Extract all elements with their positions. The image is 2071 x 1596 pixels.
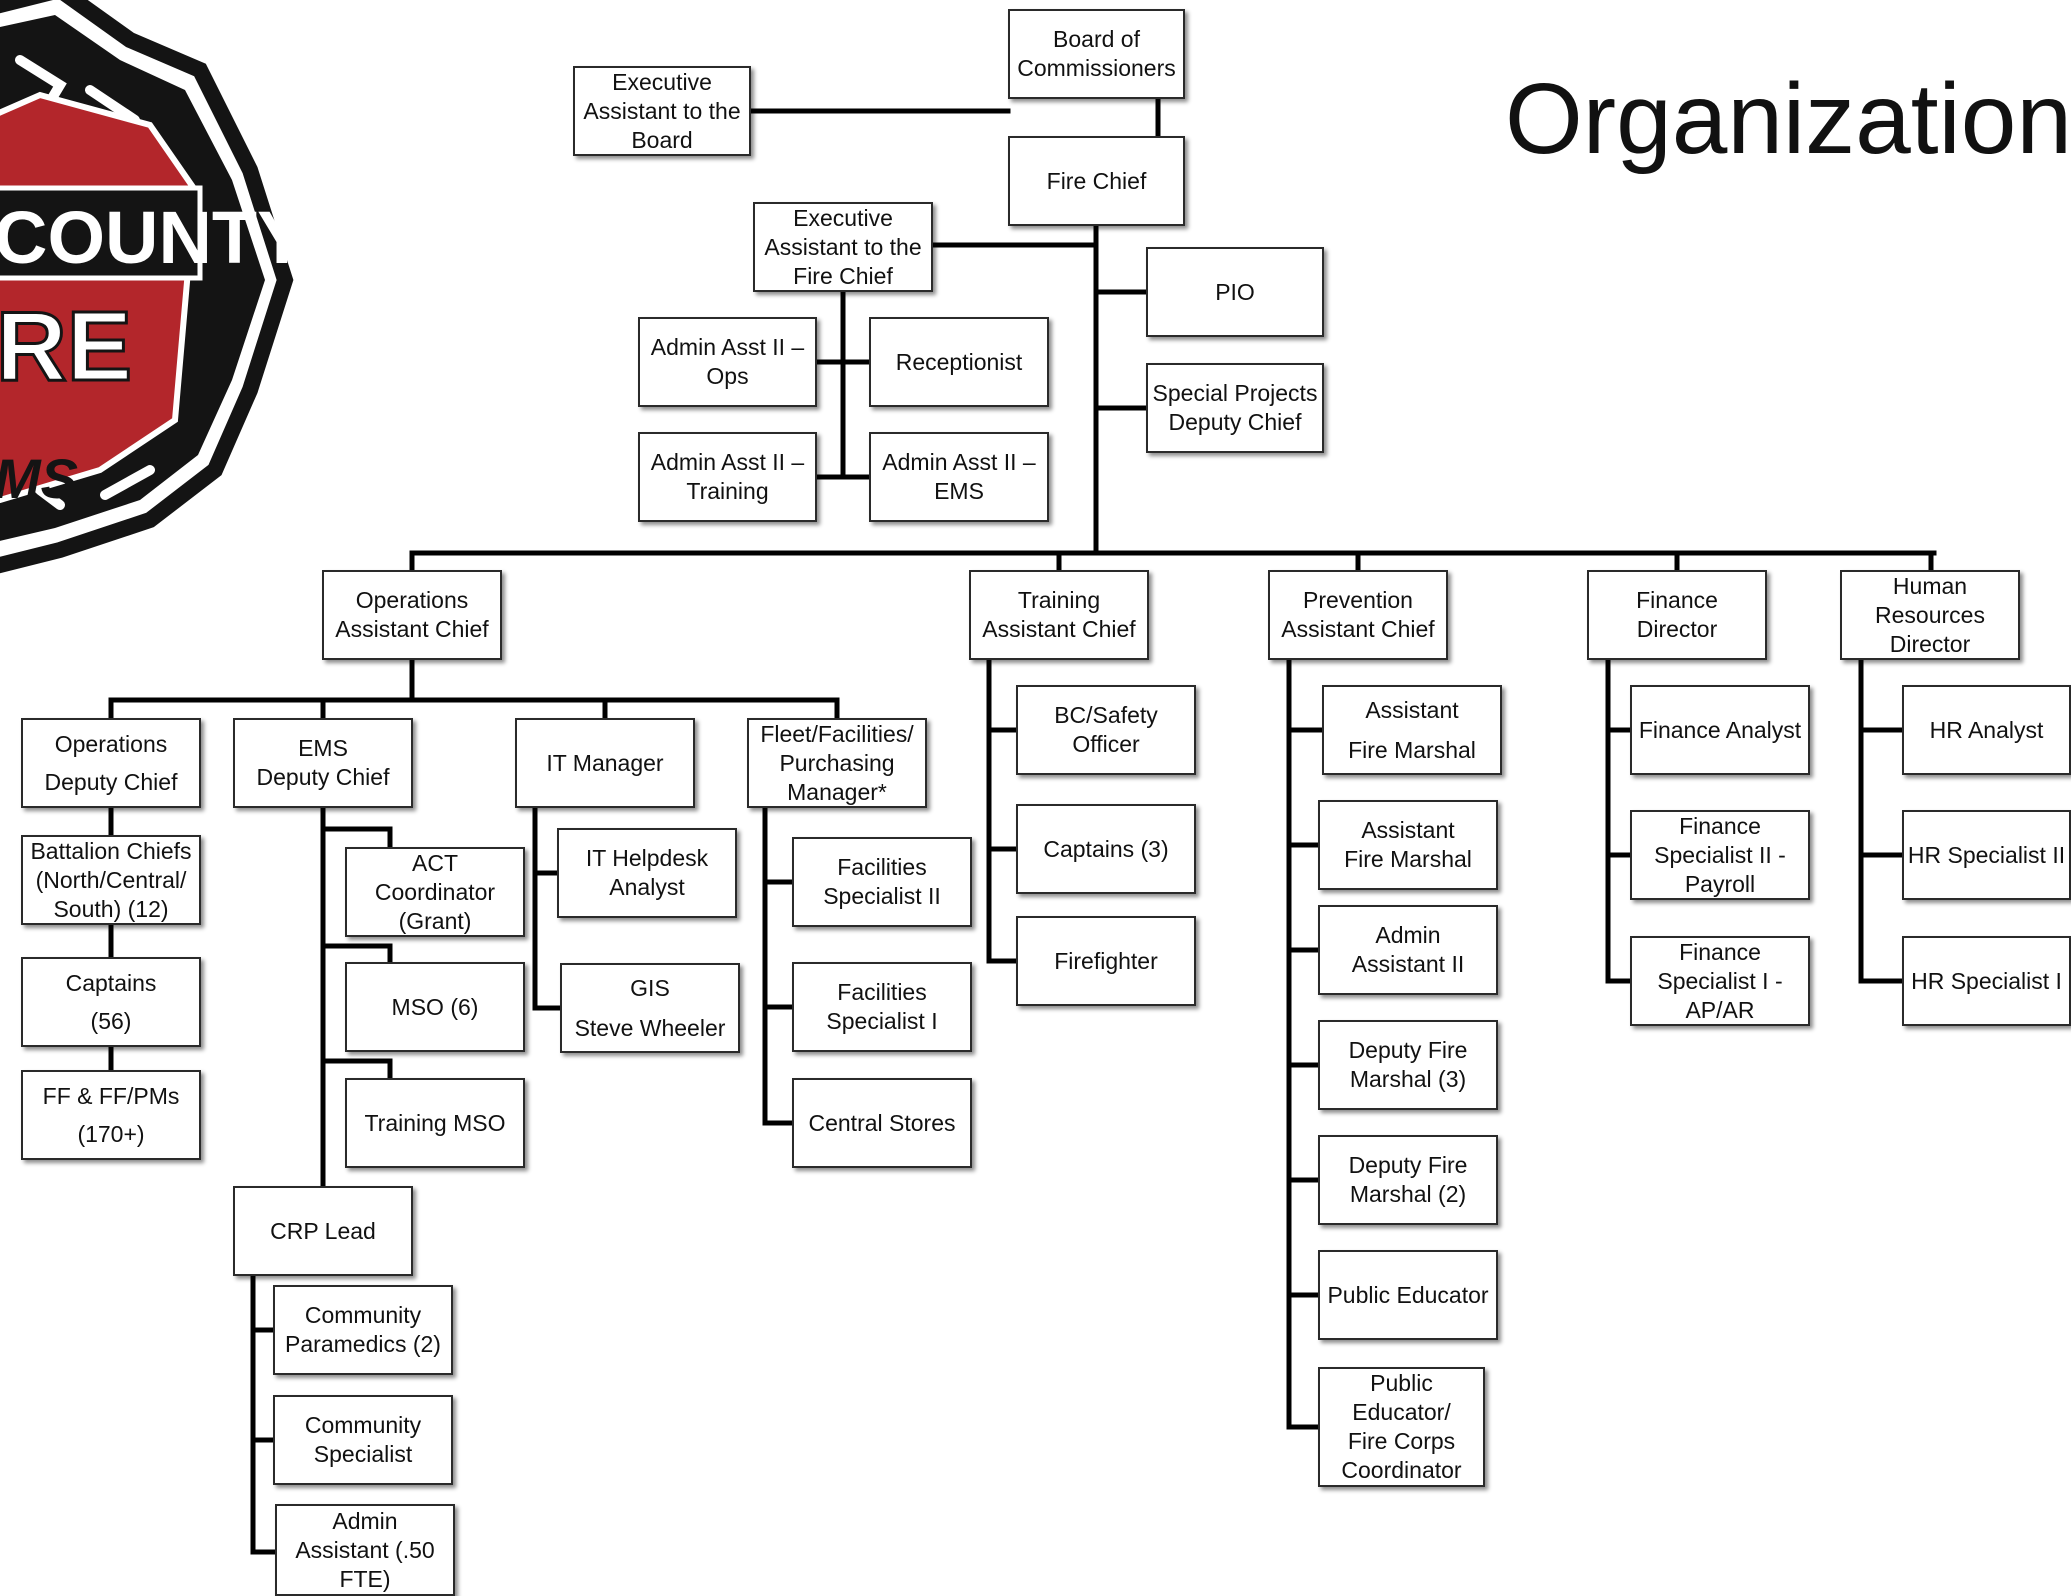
hr-analyst-box[interactable]: HR Analyst (1902, 685, 2071, 775)
finance-analyst-box[interactable]: Finance Analyst (1630, 685, 1810, 775)
operations-deputy-chief-box[interactable]: Operations Deputy Chief (21, 718, 201, 808)
crp-lead-box[interactable]: CRP Lead (233, 1186, 413, 1276)
admin-asst-training-box[interactable]: Admin Asst II – Training (638, 432, 817, 522)
it-helpdesk-analyst-box[interactable]: IT Helpdesk Analyst (557, 828, 737, 918)
deputy-fire-marshal-2-box[interactable]: Deputy Fire Marshal (2) (1318, 1135, 1498, 1225)
training-assistant-chief-box[interactable]: Training Assistant Chief (969, 570, 1149, 660)
operations-captains-box[interactable]: Captains (56) (21, 957, 201, 1047)
logo-maltese-cross-icon (15, 55, 155, 510)
pio-box[interactable]: PIO (1146, 247, 1324, 337)
finance-specialist-i-apar-box[interactable]: Finance Specialist I - AP/AR (1630, 936, 1810, 1026)
assistant-fire-marshal-1-box[interactable]: Assistant Fire Marshal (1322, 685, 1502, 775)
admin-assistant-half-fte-box[interactable]: Admin Assistant (.50 FTE) (275, 1504, 455, 1596)
page-title: Organizationa (1505, 63, 2071, 175)
fire-department-logo: COUNTY RE MS (0, 0, 300, 574)
bc-safety-officer-box[interactable]: BC/Safety Officer (1016, 685, 1196, 775)
logo-ems-text: MS (0, 447, 78, 510)
firefighters-paramedics-box[interactable]: FF & FF/PMs (170+) (21, 1070, 201, 1160)
firefighter-box[interactable]: Firefighter (1016, 916, 1196, 1006)
facilities-specialist-ii-box[interactable]: Facilities Specialist II (792, 837, 972, 927)
community-specialist-box[interactable]: Community Specialist (273, 1395, 453, 1485)
receptionist-box[interactable]: Receptionist (869, 317, 1049, 407)
logo-fire-text: RE (0, 291, 132, 401)
logo-banner-icon (0, 185, 203, 281)
act-coordinator-box[interactable]: ACT Coordinator (Grant) (345, 847, 525, 937)
executive-assistant-fire-chief-box[interactable]: Executive Assistant to the Fire Chief (753, 202, 933, 292)
human-resources-director-box[interactable]: Human Resources Director (1840, 570, 2020, 660)
fleet-facilities-purchasing-manager-box[interactable]: Fleet/Facilities/ Purchasing Manager* (747, 718, 927, 808)
board-of-commissioners-box[interactable]: Board of Commissioners (1008, 9, 1185, 99)
fire-chief-box[interactable]: Fire Chief (1008, 136, 1185, 226)
operations-assistant-chief-box[interactable]: Operations Assistant Chief (322, 570, 502, 660)
deputy-fire-marshal-3-box[interactable]: Deputy Fire Marshal (3) (1318, 1020, 1498, 1110)
public-educator-box[interactable]: Public Educator (1318, 1250, 1498, 1340)
admin-assistant-ii-box[interactable]: Admin Assistant II (1318, 905, 1498, 995)
hr-specialist-i-box[interactable]: HR Specialist I (1902, 936, 2071, 1026)
training-mso-box[interactable]: Training MSO (345, 1078, 525, 1168)
hr-specialist-ii-box[interactable]: HR Specialist II (1902, 810, 2071, 900)
gis-box[interactable]: GIS Steve Wheeler (560, 963, 740, 1053)
ems-deputy-chief-box[interactable]: EMS Deputy Chief (233, 718, 413, 808)
admin-asst-ems-box[interactable]: Admin Asst II – EMS (869, 432, 1049, 522)
central-stores-box[interactable]: Central Stores (792, 1078, 972, 1168)
finance-director-box[interactable]: Finance Director (1587, 570, 1767, 660)
training-captains-box[interactable]: Captains (3) (1016, 804, 1196, 894)
public-educator-fire-corps-box[interactable]: Public Educator/ Fire Corps Coordinator (1318, 1367, 1485, 1487)
special-projects-deputy-chief-box[interactable]: Special Projects Deputy Chief (1146, 363, 1324, 453)
it-manager-box[interactable]: IT Manager (515, 718, 695, 808)
executive-assistant-board-box[interactable]: Executive Assistant to the Board (573, 66, 751, 156)
battalion-chiefs-box[interactable]: Battalion Chiefs (North/Central/ South) … (21, 835, 201, 925)
finance-specialist-ii-payroll-box[interactable]: Finance Specialist II - Payroll (1630, 810, 1810, 900)
assistant-fire-marshal-2-box[interactable]: Assistant Fire Marshal (1318, 800, 1498, 890)
prevention-assistant-chief-box[interactable]: Prevention Assistant Chief (1268, 570, 1448, 660)
community-paramedics-box[interactable]: Community Paramedics (2) (273, 1285, 453, 1375)
logo-county-text: COUNTY (0, 196, 300, 279)
mso-box[interactable]: MSO (6) (345, 962, 525, 1052)
admin-asst-ops-box[interactable]: Admin Asst II – Ops (638, 317, 817, 407)
facilities-specialist-i-box[interactable]: Facilities Specialist I (792, 962, 972, 1052)
